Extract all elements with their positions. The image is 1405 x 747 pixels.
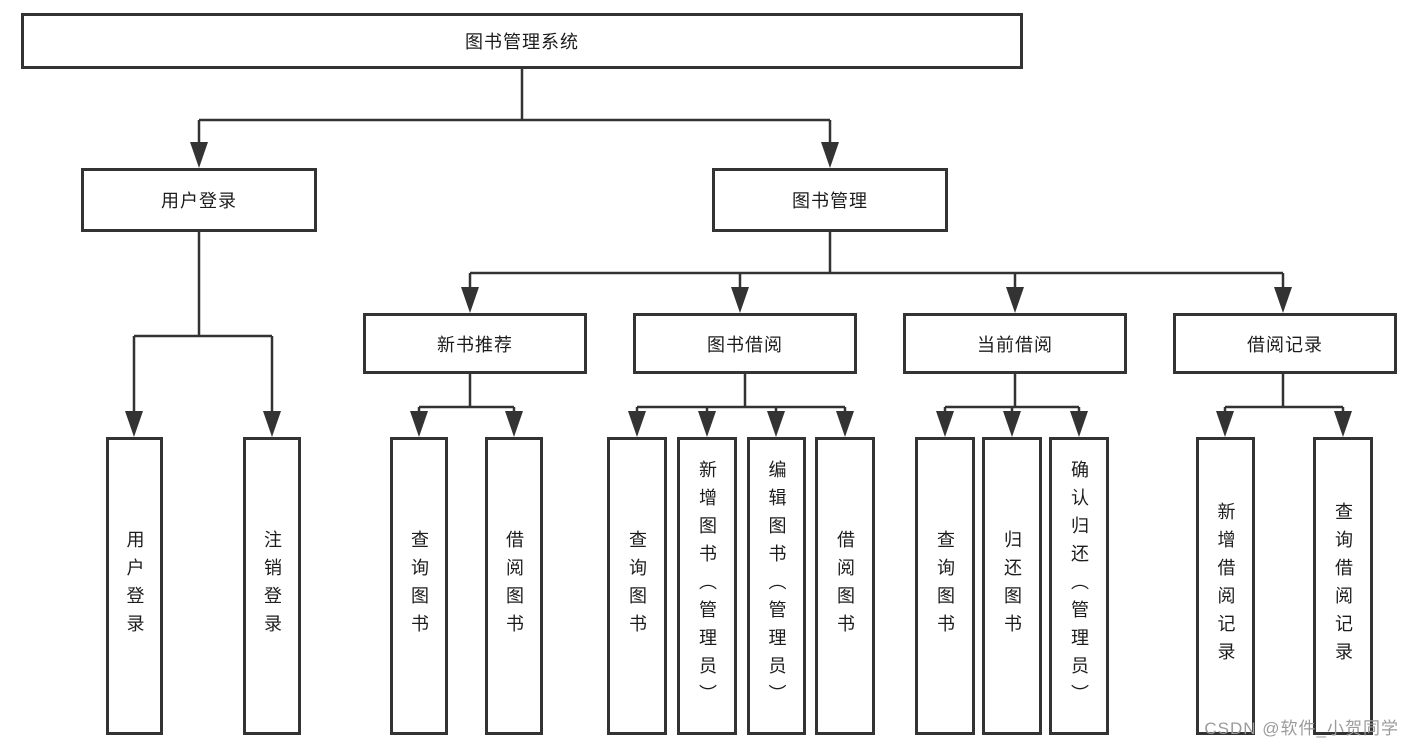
node-borrow-records: 借阅记录 [1173, 313, 1397, 374]
leaf-add-books-admin: 新增图书（管理员） [677, 437, 737, 735]
arrowhead [125, 411, 143, 437]
node-user-login: 用户登录 [81, 168, 317, 232]
leaf-return-books: 归还图书 [982, 437, 1042, 735]
arrowhead [628, 411, 646, 437]
node-book-management: 图书管理 [712, 168, 948, 232]
arrowhead [767, 411, 785, 437]
arrowhead [821, 142, 839, 168]
arrowhead [731, 287, 749, 313]
arrowhead [698, 411, 716, 437]
arrowhead [1334, 411, 1352, 437]
leaf-query-borrow-record: 查询借阅记录 [1313, 437, 1373, 735]
leaf-add-borrow-record: 新增借阅记录 [1196, 437, 1255, 735]
arrowhead [1216, 411, 1234, 437]
leaf-confirm-return-admin: 确认归还（管理员） [1049, 437, 1109, 735]
leaf-borrow-books: 借阅图书 [815, 437, 875, 735]
leaf-logout: 注销登录 [243, 437, 301, 735]
arrowhead [410, 411, 428, 437]
node-current-borrow: 当前借阅 [903, 313, 1127, 374]
arrowhead [1003, 411, 1021, 437]
arrowhead [1274, 287, 1292, 313]
arrowhead [936, 411, 954, 437]
arrowhead [1070, 411, 1088, 437]
leaf-borrow-books-recommend: 借阅图书 [485, 437, 543, 735]
leaf-edit-books-admin: 编辑图书（管理员） [747, 437, 806, 735]
node-root-library-system: 图书管理系统 [21, 13, 1023, 69]
arrowhead [263, 411, 281, 437]
arrowhead [190, 142, 208, 168]
csdn-watermark: CSDN @软件_小贺同学 [1204, 719, 1399, 738]
arrowhead [505, 411, 523, 437]
node-book-borrow: 图书借阅 [633, 313, 857, 374]
leaf-user-login: 用户登录 [106, 437, 163, 735]
arrowhead [461, 287, 479, 313]
node-new-book-recommend: 新书推荐 [363, 313, 587, 374]
leaf-query-books-recommend: 查询图书 [390, 437, 448, 735]
arrowhead [1006, 287, 1024, 313]
leaf-query-books-current: 查询图书 [915, 437, 975, 735]
leaf-query-books-borrow: 查询图书 [607, 437, 667, 735]
arrowhead [836, 411, 854, 437]
arrowheads [125, 142, 1352, 437]
